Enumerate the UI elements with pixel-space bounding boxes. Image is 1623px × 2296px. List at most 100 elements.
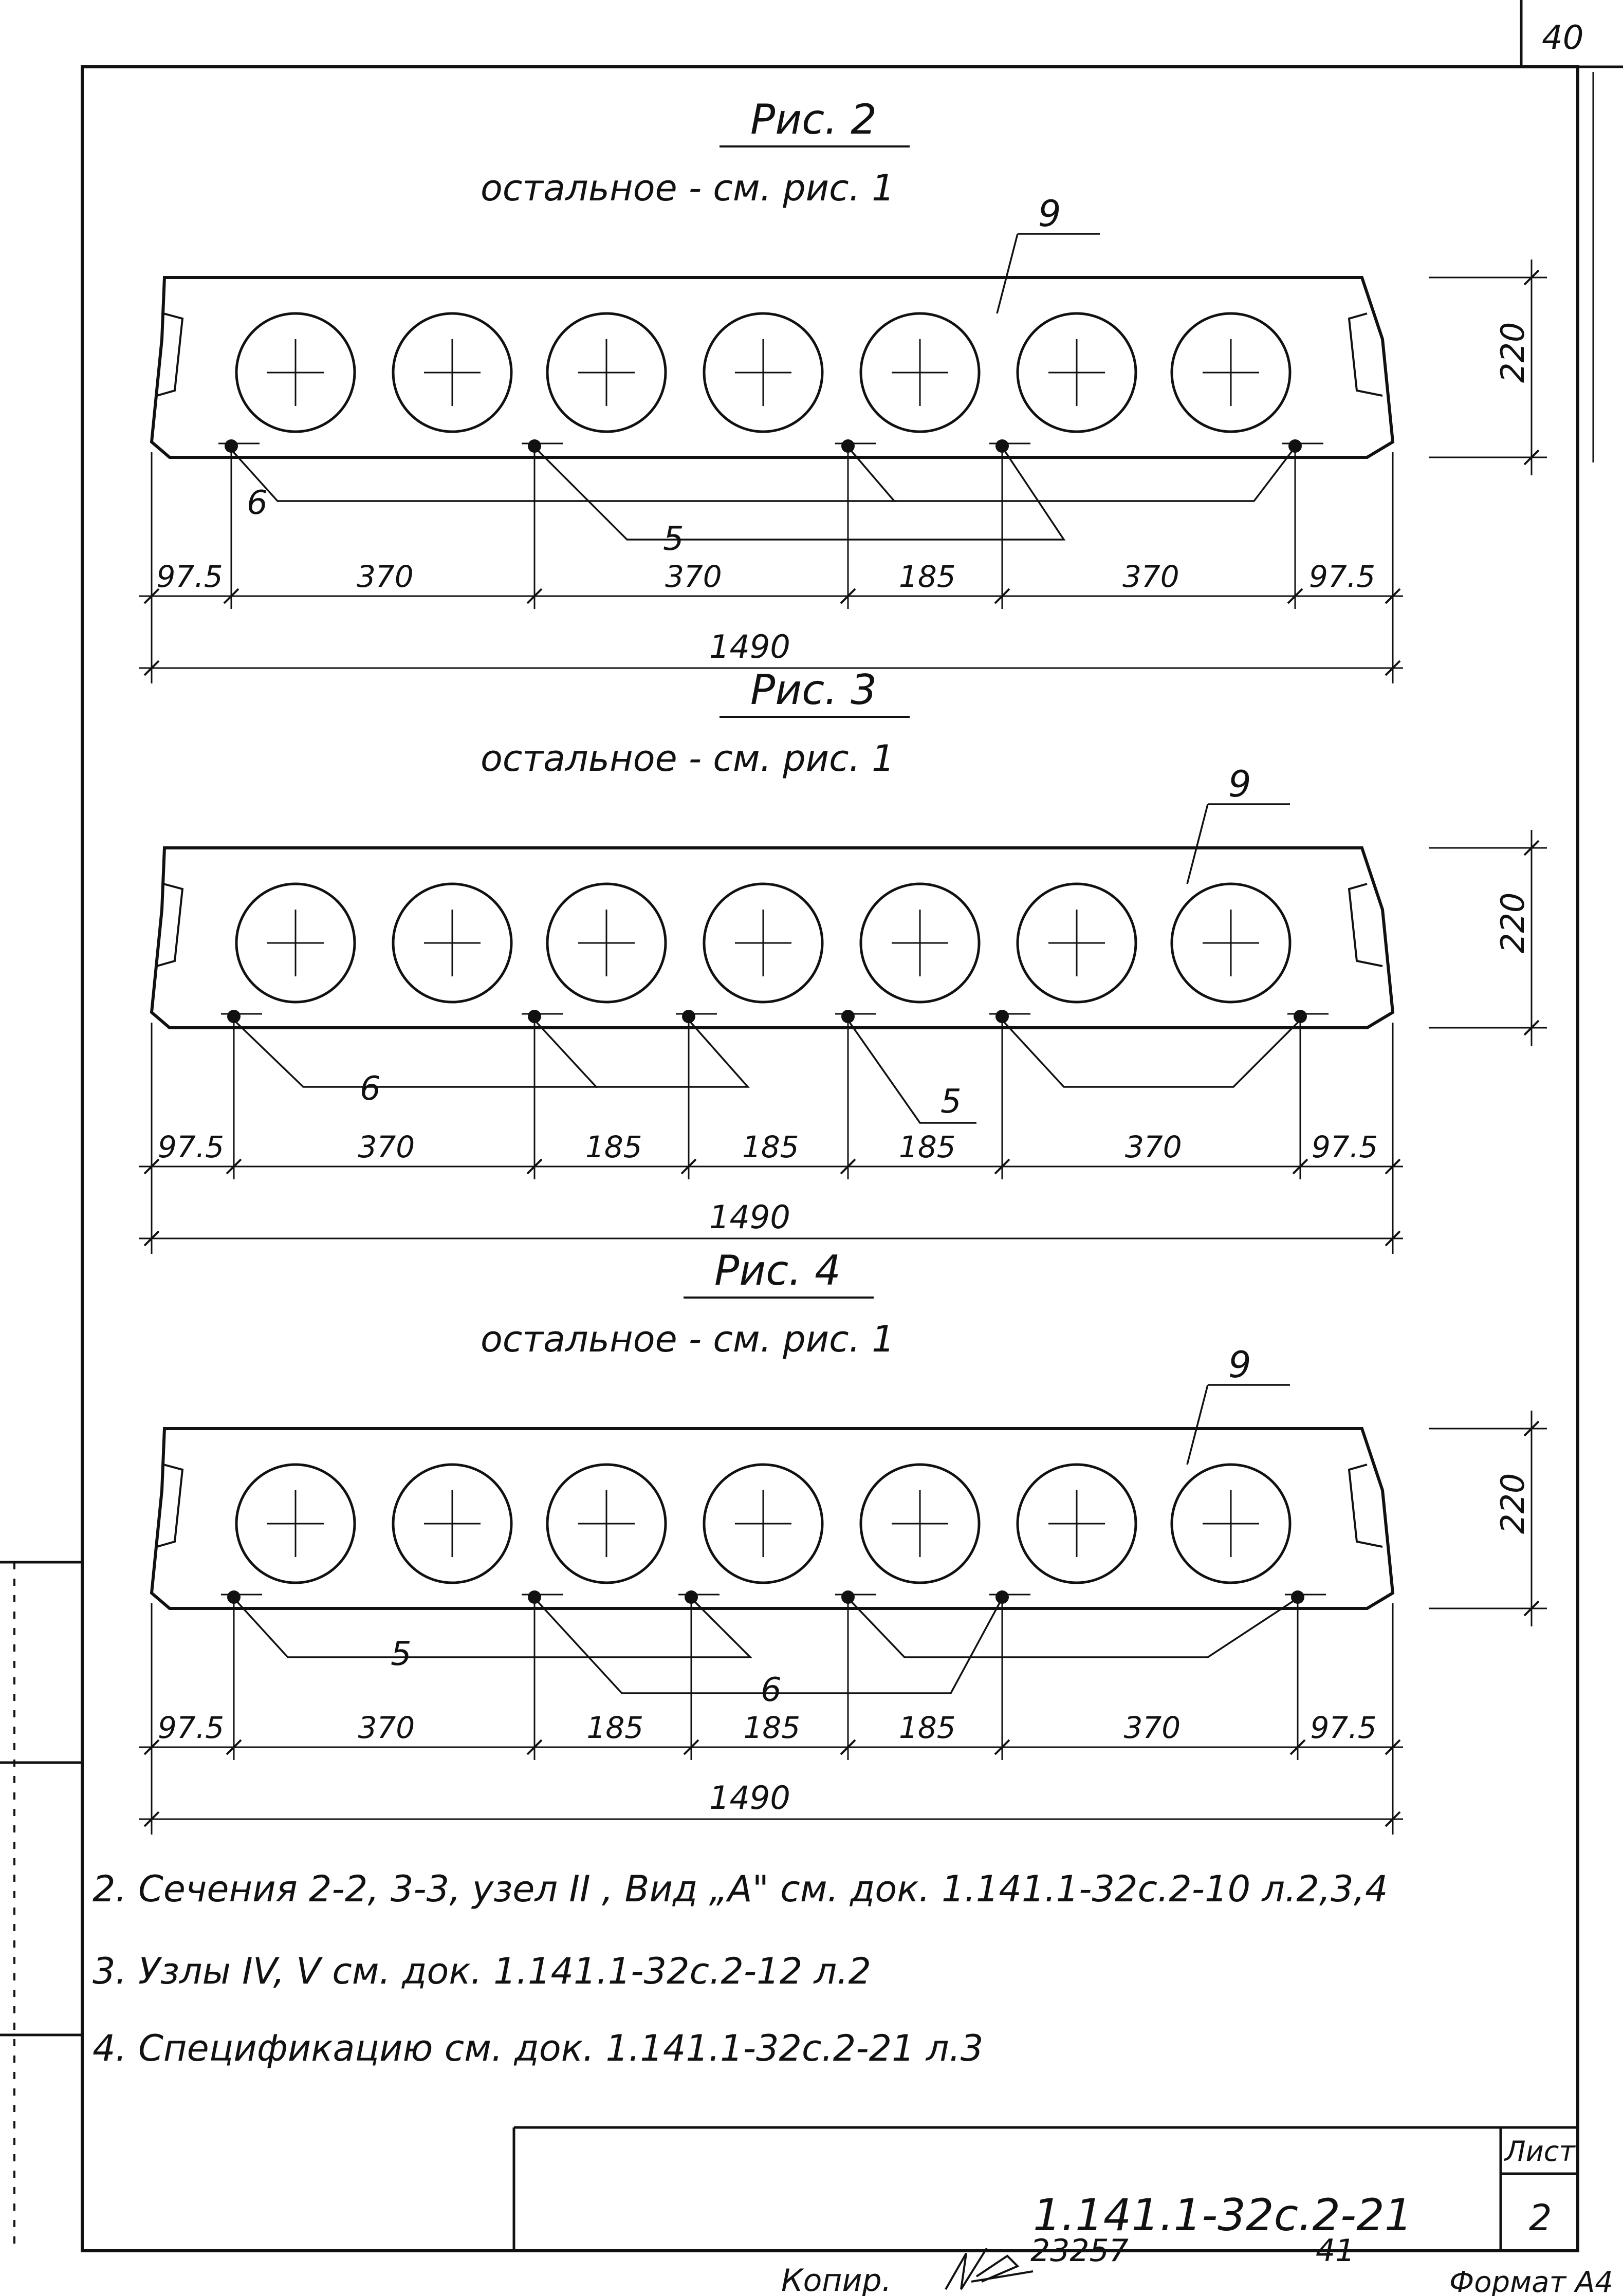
leader-a-branch xyxy=(596,1019,750,1088)
dimension-value: 370 xyxy=(1122,559,1179,594)
callout-number: 9 xyxy=(1038,193,1061,235)
void-circle xyxy=(235,312,356,433)
reinforcement-bar xyxy=(989,1010,1030,1023)
reinforcement-bar xyxy=(989,1590,1030,1604)
dimension-value: 185 xyxy=(585,1130,642,1164)
void-circle xyxy=(392,1463,513,1584)
slab-outline xyxy=(150,276,1395,459)
notes-block: 2. Сечения 2-2, 3-3, узел II , Вид „А" с… xyxy=(93,1868,1388,2069)
void-circle xyxy=(392,882,513,1004)
end-insert-right xyxy=(1348,312,1383,397)
dimension-value: 97.5 xyxy=(1309,559,1375,594)
dimension-value: 185 xyxy=(899,1710,956,1745)
end-insert-left xyxy=(156,1464,184,1548)
dimension-value: 185 xyxy=(899,1130,956,1164)
void-circle xyxy=(859,312,981,433)
leader-a xyxy=(230,446,896,502)
total-dimension: 1490 xyxy=(709,1198,790,1236)
void-circle xyxy=(703,1463,824,1584)
reinforcement-bar xyxy=(522,1010,563,1023)
note-2: 2. Сечения 2-2, 3-3, узел II , Вид „А" с… xyxy=(93,1868,1388,1910)
figure-subtitle: остальное - см. рис. 1 xyxy=(481,167,895,209)
void-circle xyxy=(1016,1463,1137,1584)
end-insert-right xyxy=(1348,1464,1383,1548)
reinforcement-bar xyxy=(678,1590,720,1604)
dimension-value: 185 xyxy=(744,1710,801,1745)
total-dimension: 1490 xyxy=(709,628,790,665)
leader-a-branch xyxy=(1001,1019,1301,1088)
callout-number: 9 xyxy=(1228,1344,1251,1386)
figure-title: Рис. 3 xyxy=(750,666,877,714)
void-circle xyxy=(703,882,824,1004)
slab-outline xyxy=(150,1427,1395,1610)
end-insert-right xyxy=(1348,883,1383,967)
position-label-b: 5 xyxy=(940,1083,962,1121)
figures-layer: Рис. 2 остальное - см. рис. 1 6 5 9 220 97.5 37… xyxy=(139,96,1547,1835)
void-circle xyxy=(546,1463,667,1584)
end-insert-left xyxy=(156,883,184,967)
note-3: 3. Узлы IV, V см. док. 1.141.1-32с.2-12 … xyxy=(93,1950,871,1992)
sheet-number: 2 xyxy=(1529,2197,1552,2239)
dimension-value: 97.5 xyxy=(158,1130,224,1164)
leader-b xyxy=(847,1019,976,1124)
dimension-value: 97.5 xyxy=(1311,1710,1377,1745)
void-circle xyxy=(1170,312,1292,433)
void-circle xyxy=(546,882,667,1004)
reinforcement-bar xyxy=(522,1590,563,1604)
leader-a-branch xyxy=(847,1597,1298,1658)
dimension-value: 370 xyxy=(358,1710,415,1745)
figure-subtitle: остальное - см. рис. 1 xyxy=(481,737,895,780)
position-label-a: 6 xyxy=(360,1070,381,1108)
void-circle xyxy=(546,312,667,433)
page-number-box: 40 xyxy=(1520,0,1623,68)
void-circle xyxy=(392,312,513,433)
reinforcement-bar xyxy=(221,1590,262,1604)
void-circle xyxy=(1016,882,1137,1004)
dimension-value: 370 xyxy=(358,1130,415,1164)
dimension-value: 370 xyxy=(1125,1130,1182,1164)
figure-title: Рис. 4 xyxy=(714,1247,841,1294)
reinforcement-bar xyxy=(835,1590,876,1604)
document-number: 1.141.1-32с.2-21 xyxy=(1033,2190,1413,2241)
void-circle xyxy=(859,1463,981,1584)
void-circle xyxy=(1170,1463,1292,1584)
page-number-top: 40 xyxy=(1542,19,1583,57)
void-circle xyxy=(859,882,981,1004)
reinforcement-bar xyxy=(218,439,260,453)
sheet-label: Лист xyxy=(1504,2135,1576,2168)
figure-title: Рис. 2 xyxy=(750,96,877,143)
end-insert-left xyxy=(156,312,184,397)
dimension-value: 185 xyxy=(587,1710,644,1745)
position-label-a: 5 xyxy=(391,1635,412,1673)
void-circle xyxy=(703,312,824,433)
leader-a xyxy=(233,1019,598,1088)
reinforcement-bar xyxy=(989,439,1030,453)
dimension-value: 370 xyxy=(665,559,722,594)
void-circle xyxy=(1016,312,1137,433)
footer-number: 41 xyxy=(1316,2233,1355,2269)
height-dimension: 220 xyxy=(1494,322,1532,383)
reinforcement-bar xyxy=(1282,439,1323,453)
void-circle xyxy=(1170,882,1292,1004)
dimension-value: 97.5 xyxy=(157,559,223,594)
reinforcement-bar xyxy=(835,439,876,453)
footer-code: 23257 xyxy=(1030,2233,1129,2269)
reinforcement-bar xyxy=(1287,1010,1329,1023)
void-circle xyxy=(235,882,356,1004)
void-circle xyxy=(235,1463,356,1584)
reinforcement-bar xyxy=(676,1010,717,1023)
position-label-a: 6 xyxy=(247,484,268,522)
binding-strip xyxy=(0,1561,82,2251)
leader-a-branch xyxy=(894,446,1296,502)
note-4: 4. Спецификацию см. док. 1.141.1-32с.2-2… xyxy=(93,2027,983,2069)
dimension-value: 97.5 xyxy=(158,1710,224,1745)
leader-b xyxy=(533,446,1066,541)
callout-number: 9 xyxy=(1228,763,1251,805)
position-label-b: 5 xyxy=(663,520,684,558)
total-dimension: 1490 xyxy=(709,1779,790,1817)
reinforcement-bar xyxy=(835,1010,876,1023)
position-label-b: 6 xyxy=(761,1671,782,1709)
